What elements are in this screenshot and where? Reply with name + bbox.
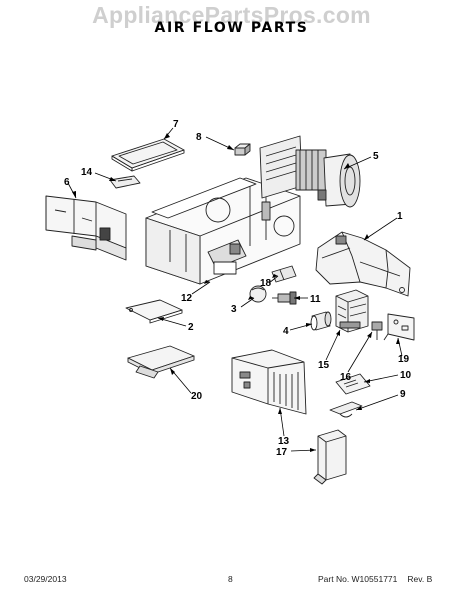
part-hinge-bracket (329, 401, 363, 418)
part-transformer (335, 289, 369, 333)
callout-5: 5 (373, 151, 379, 162)
part-clip (234, 143, 251, 156)
callout-2: 2 (188, 322, 194, 333)
part-air-guide (315, 231, 411, 297)
callout-3: 3 (231, 304, 237, 315)
part-grille-duct (231, 349, 307, 415)
part-mounting-plate (383, 313, 415, 341)
callout-10: 10 (400, 370, 412, 381)
page-title: AIR FLOW PARTS (154, 20, 309, 36)
callout-15: 15 (318, 360, 330, 371)
callout-13: 13 (278, 436, 290, 447)
footer-page-number: 8 (228, 574, 233, 584)
part-label-card (335, 373, 371, 395)
footer-revision: Rev. B (407, 574, 433, 584)
part-cover-plate (125, 299, 183, 324)
callout-12: 12 (181, 293, 193, 304)
leader-arrowheads (72, 133, 400, 452)
callout-17: 17 (276, 447, 288, 458)
part-filter-pad (111, 138, 185, 172)
watermark: AppliancePartsPros.com (92, 2, 371, 28)
callout-9: 9 (400, 389, 406, 400)
callout-19: 19 (398, 354, 410, 365)
part-duct-left (45, 195, 127, 261)
part-tape (109, 175, 141, 189)
callout-11: 11 (310, 294, 321, 305)
part-cavity-frame (145, 177, 301, 285)
callout-4: 4 (283, 326, 289, 337)
part-thermostat (272, 291, 297, 305)
callout-6: 6 (64, 177, 70, 188)
part-bracket (271, 265, 297, 283)
part-small-component (371, 321, 383, 340)
footer-date: 03/29/2013 (24, 574, 67, 584)
part-cylinder (310, 311, 332, 331)
callout-18: 18 (260, 278, 272, 289)
footer-part-number: Part No. W10551771 (318, 574, 398, 584)
callout-8: 8 (196, 132, 202, 143)
callout-labels: 7 8 14 6 5 1 12 18 3 11 2 4 15 16 19 10 … (64, 119, 412, 458)
callout-16: 16 (340, 372, 352, 383)
callout-20: 20 (191, 391, 203, 402)
footer-part-info: Part No. W10551771 Rev. B (318, 574, 432, 584)
callout-14: 14 (81, 167, 93, 178)
part-vertical-duct (313, 429, 347, 485)
callout-1: 1 (397, 211, 403, 222)
part-tray (127, 345, 195, 379)
callout-7: 7 (173, 119, 179, 130)
